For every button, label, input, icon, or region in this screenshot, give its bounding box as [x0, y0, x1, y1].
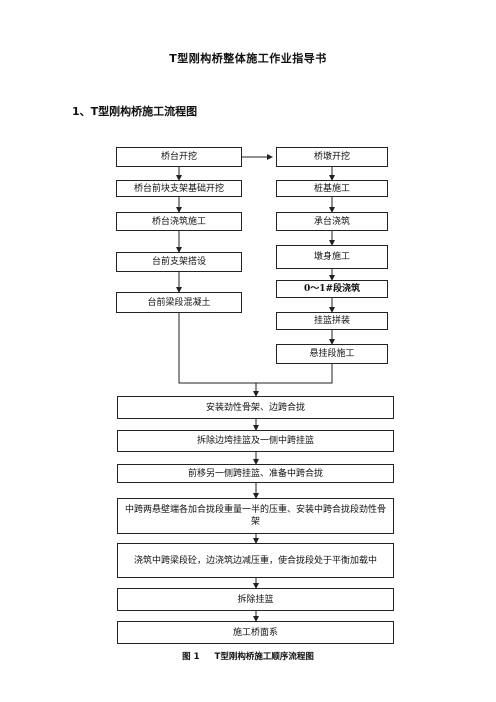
- flow-box-main-6: 拆除挂篮: [117, 588, 394, 611]
- flow-box-right-7: 悬挂段施工: [276, 344, 388, 364]
- flow-box-left-4: 台前支架搭设: [116, 252, 242, 272]
- flow-box-right-6: 挂篮拼装: [276, 312, 388, 330]
- flow-box-main-5: 浇筑中跨梁段砼，边浇筑边减压重，使合拢段处于平衡加载中: [117, 543, 394, 578]
- flow-box-left-5: 台前梁段混凝土: [116, 292, 242, 313]
- flow-box-right-4: 墩身施工: [276, 245, 388, 269]
- figure-caption-text: T型刚构桥施工顺序流程图: [214, 652, 314, 662]
- flow-box-right-5: 0〜1#段浇筑: [276, 280, 388, 298]
- document-title: T型刚构桥整体施工作业指导书: [169, 52, 327, 65]
- flow-box-main-3: 前移另一侧跨挂篮、准备中跨合拢: [117, 464, 394, 483]
- flow-box-right-1: 桥墩开挖: [276, 147, 388, 167]
- flow-box-left-3: 桥台浇筑施工: [116, 212, 242, 231]
- flow-box-left-1: 桥台开挖: [116, 147, 242, 167]
- line-left-merge: [178, 313, 256, 384]
- section-heading: 1、T型刚构桥施工流程图: [72, 105, 198, 118]
- flow-box-right-2: 桩基施工: [276, 180, 388, 197]
- flow-box-main-4: 中跨两悬壁端各加合拢段重量一半的压重、安装中跨合拢段劲性骨架: [117, 498, 394, 534]
- line-right-merge: [256, 364, 333, 384]
- figure-caption: 图 1 T型刚构桥施工顺序流程图: [0, 650, 496, 662]
- figure-caption-number: 图 1: [182, 652, 200, 662]
- flow-box-main-2: 拆除边垮挂篮及一侧中跨挂篮: [117, 430, 394, 452]
- flow-box-main-7: 施工桥面系: [117, 621, 394, 644]
- flow-box-left-2: 桥台前块支架基础开挖: [116, 180, 242, 197]
- flow-box-main-1: 安装劲性骨架、边跨合拢: [117, 396, 394, 419]
- flow-box-right-3: 承台浇筑: [276, 212, 388, 231]
